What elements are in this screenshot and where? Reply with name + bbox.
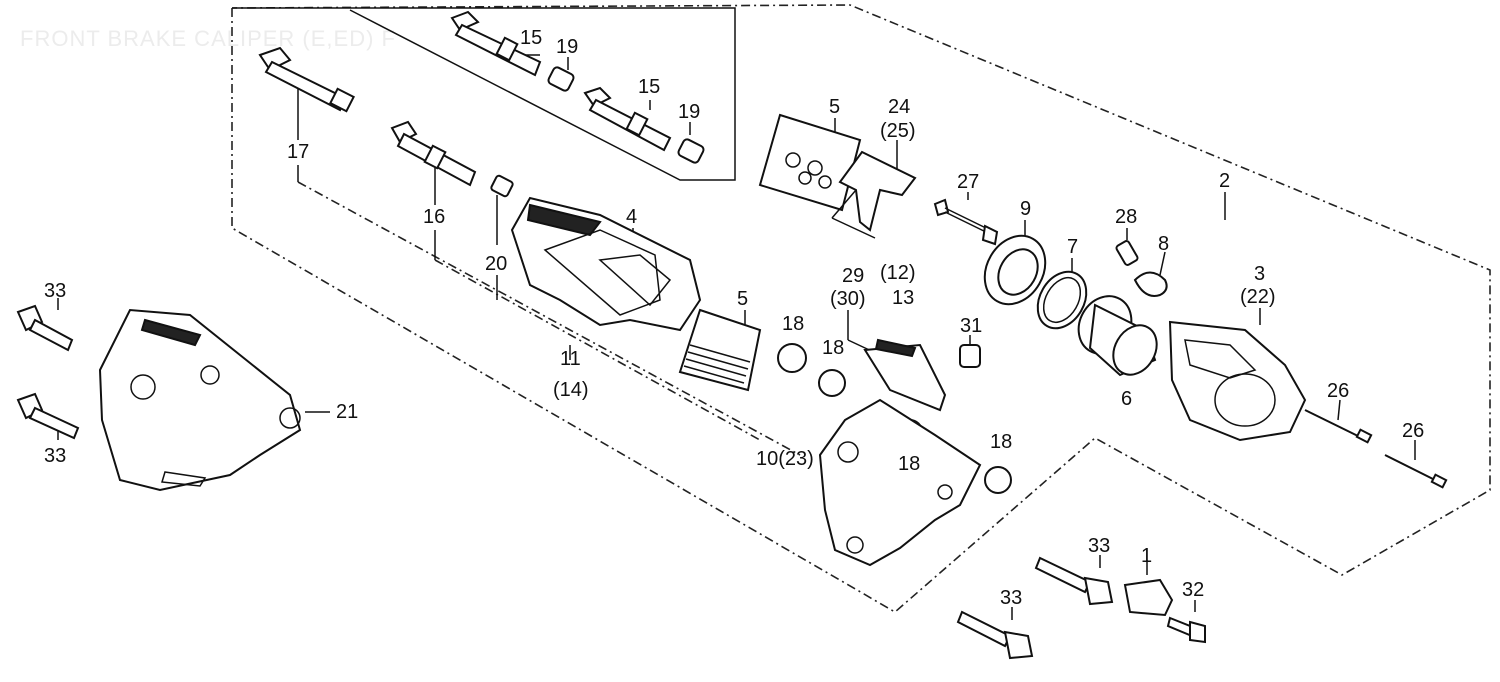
label-33d: 33 bbox=[1000, 587, 1022, 609]
label-26b: 26 bbox=[1402, 420, 1424, 442]
label-15b: 15 bbox=[638, 76, 660, 98]
label-26a: 26 bbox=[1327, 380, 1349, 402]
label-19b: 19 bbox=[678, 101, 700, 123]
pin-group-outline bbox=[232, 7, 736, 181]
caliper-assembly-21 bbox=[98, 308, 302, 492]
label-21: 21 bbox=[336, 401, 358, 423]
label-6: 6 bbox=[1121, 388, 1132, 410]
bolt-17 bbox=[258, 46, 355, 113]
pin-26-upper bbox=[1304, 409, 1373, 444]
label-8: 8 bbox=[1158, 233, 1169, 255]
label-5b: 5 bbox=[737, 288, 748, 310]
label-25: (25) bbox=[880, 120, 916, 142]
label-29: 29 bbox=[842, 265, 864, 287]
label-5a: 5 bbox=[829, 96, 840, 118]
label-30: (30) bbox=[830, 288, 866, 310]
bolt-32 bbox=[1166, 616, 1206, 644]
label-18c: 18 bbox=[898, 453, 920, 475]
label-11b: (14) bbox=[553, 379, 589, 401]
pin-26-lower bbox=[1384, 454, 1448, 489]
label-33c: 33 bbox=[1088, 535, 1110, 557]
label-24: 24 bbox=[888, 96, 910, 118]
label-16: 16 bbox=[423, 206, 445, 228]
label-17: 17 bbox=[287, 141, 309, 163]
caliper-3 bbox=[1168, 320, 1307, 442]
boot-20 bbox=[490, 174, 514, 198]
cap-8 bbox=[1133, 271, 1168, 297]
label-3b: (22) bbox=[1240, 286, 1276, 308]
shim-24 bbox=[831, 150, 917, 239]
bushing-18-d bbox=[984, 466, 1012, 494]
part-labels: 1 2 3 (22) 4 5 5 6 7 8 9 10(23) 11 (14) … bbox=[44, 27, 1424, 609]
label-31: 31 bbox=[960, 315, 982, 337]
part-31 bbox=[959, 344, 981, 368]
label-7: 7 bbox=[1067, 236, 1078, 258]
label-11: 11 bbox=[560, 348, 581, 370]
label-3: 3 bbox=[1254, 263, 1265, 285]
bracket-10 bbox=[818, 398, 982, 567]
piston-6 bbox=[1077, 295, 1158, 377]
assembly-outline-dashed bbox=[231, 4, 1491, 613]
pin-15-upper bbox=[450, 10, 542, 77]
bolt-33-d bbox=[956, 610, 1034, 660]
label-1: 1 bbox=[1141, 545, 1152, 567]
pin-16 bbox=[390, 120, 477, 187]
bolt-33-b bbox=[16, 392, 80, 440]
label-9: 9 bbox=[1020, 198, 1031, 220]
brake-pad-5-upper bbox=[758, 113, 862, 212]
label-18b: 18 bbox=[822, 337, 844, 359]
dust-seal-9 bbox=[983, 234, 1047, 306]
pin-15-lower bbox=[583, 86, 672, 152]
label-18a: 18 bbox=[782, 313, 804, 335]
label-4: 4 bbox=[626, 206, 637, 228]
bolt-33-c bbox=[1034, 556, 1114, 606]
label-33b: 33 bbox=[44, 445, 66, 467]
label-10: 10(23) bbox=[756, 448, 814, 470]
bleeder-28 bbox=[1115, 240, 1139, 266]
caliper-body-4 bbox=[510, 196, 702, 332]
label-33a: 33 bbox=[44, 280, 66, 302]
bushing-18-b bbox=[818, 369, 846, 397]
brake-pad-5-lower bbox=[678, 308, 762, 392]
label-20: 20 bbox=[485, 253, 507, 275]
label-27: 27 bbox=[957, 171, 979, 193]
label-32: 32 bbox=[1182, 579, 1204, 601]
bushing-19-lower bbox=[677, 138, 705, 164]
label-12: (12) bbox=[880, 262, 916, 284]
piston-seal-7 bbox=[1036, 270, 1088, 330]
bolt-33-a bbox=[16, 304, 74, 352]
bushing-19-upper bbox=[547, 66, 575, 92]
label-18d: 18 bbox=[990, 431, 1012, 453]
label-2: 2 bbox=[1219, 170, 1230, 192]
label-19a: 19 bbox=[556, 36, 578, 58]
label-15a: 15 bbox=[520, 27, 542, 49]
clip-1 bbox=[1123, 578, 1174, 617]
leader-lines bbox=[57, 54, 1416, 620]
diagram-title: FRONT BRAKE CALIPER (E,ED) F bbox=[20, 26, 396, 51]
bushing-18-a bbox=[777, 343, 807, 373]
label-13: 13 bbox=[892, 287, 914, 309]
label-28: 28 bbox=[1115, 206, 1137, 228]
shim-13 bbox=[863, 338, 947, 412]
spring-27 bbox=[933, 198, 999, 246]
